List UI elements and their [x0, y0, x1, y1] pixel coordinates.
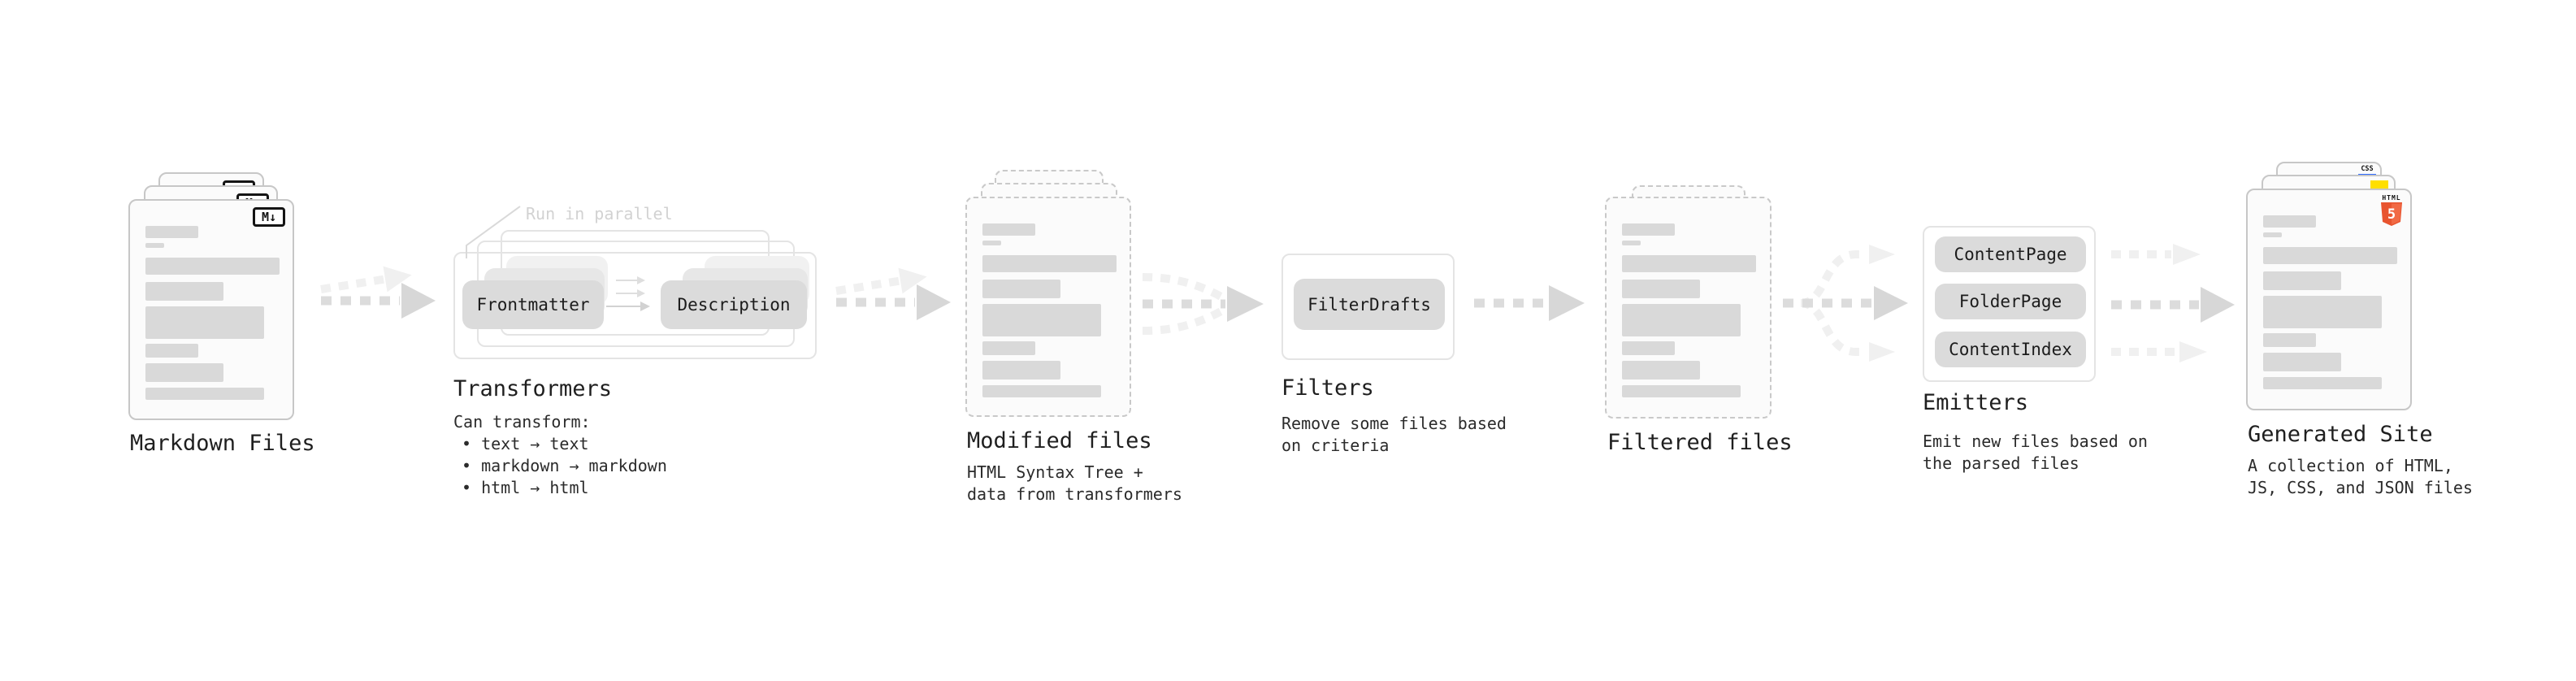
transformers-note: Can transform: • text → text • markdown … [453, 411, 667, 499]
emitter-chip-contentpage: ContentPage [1935, 236, 2086, 272]
note-line: A collection of HTML, [2248, 456, 2453, 475]
transform-mini-arrows [606, 276, 650, 311]
note-line: the parsed files [1923, 453, 2079, 473]
arrow-markdown-to-transformers [320, 266, 436, 319]
stage-label-emitters: Emitters [1923, 390, 2029, 415]
note-line: Emit new files based on [1923, 432, 2148, 451]
note-line: on criteria [1281, 436, 1390, 455]
emitter-chip-contentindex: ContentIndex [1935, 332, 2086, 367]
note-bullet: • markdown → markdown [462, 456, 667, 475]
stage-label-generated-site: Generated Site [2248, 422, 2433, 447]
note-line: JS, CSS, and JSON files [2248, 478, 2473, 497]
run-in-parallel-callout-line [466, 206, 521, 258]
arrow-filters-to-filtered [1474, 285, 1585, 321]
filtered-file-front [1605, 197, 1772, 419]
note-bullet: • text → text [462, 434, 589, 453]
emitter-chip-folderpage: FolderPage [1935, 284, 2086, 319]
markdown-file-front: M↓ [128, 199, 294, 420]
run-in-parallel-annotation: Run in parallel [526, 204, 673, 223]
filters-container [1281, 254, 1455, 360]
stage-label-transformers: Transformers [453, 376, 613, 401]
markdown-icon: M↓ [253, 207, 285, 227]
emitters-note: Emit new files based on the parsed files [1923, 431, 2148, 475]
modified-files-note: HTML Syntax Tree + data from transformer… [967, 462, 1182, 505]
stage-label-markdown-files: Markdown Files [130, 431, 315, 456]
emitters-container [1923, 226, 2096, 382]
note-line: HTML Syntax Tree + [967, 462, 1143, 482]
arrow-transformers-to-modified [835, 267, 951, 320]
transformer-chip-frontmatter: Frontmatter [462, 280, 604, 329]
note-bullet: • html → html [462, 478, 589, 497]
generated-site-note: A collection of HTML, JS, CSS, and JSON … [2248, 455, 2473, 499]
generated-file-html: HTML 5 [2246, 189, 2412, 410]
stage-label-filtered-files: Filtered files [1607, 430, 1793, 455]
filter-chip-filterdrafts: FilterDrafts [1294, 279, 1445, 330]
note-line: data from transformers [967, 484, 1182, 504]
stage-label-modified-files: Modified files [967, 428, 1152, 453]
note-line: Remove some files based [1281, 414, 1507, 433]
transformer-run-front [453, 252, 817, 359]
svg-text:5: 5 [2387, 206, 2396, 223]
filters-note: Remove some files based on criteria [1281, 413, 1507, 457]
note-line: Can transform: [453, 412, 591, 432]
modified-file-front [965, 197, 1131, 417]
arrow-emitters-to-generated [2111, 244, 2235, 362]
arrow-filtered-to-emitters-fanout [1783, 245, 1908, 362]
html5-icon: HTML 5 [2380, 194, 2403, 229]
transformer-chip-description: Description [661, 280, 807, 329]
stage-label-filters: Filters [1281, 375, 1374, 401]
arrow-modified-to-filters-merge [1142, 273, 1264, 335]
